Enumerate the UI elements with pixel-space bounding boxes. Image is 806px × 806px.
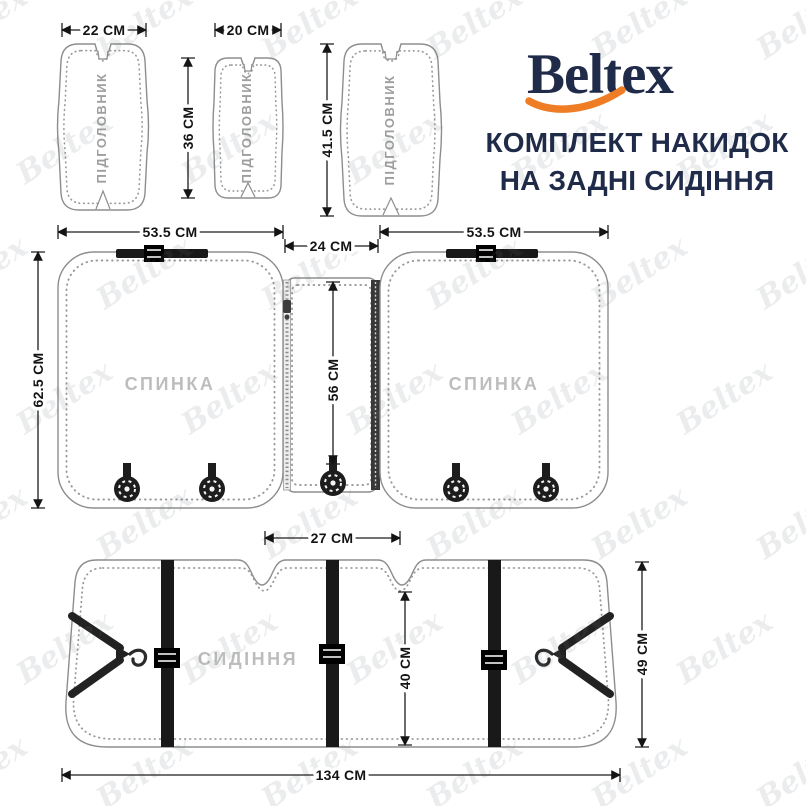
- headrest-2-stitching: [218, 64, 278, 192]
- seat-cover: СИДІННЯ: [65, 559, 617, 748]
- seat-strap-right-buckle-slots: [485, 655, 503, 664]
- backrest-right-stitching: [387, 259, 601, 501]
- dim-value: 36 CM: [180, 107, 196, 150]
- headrest-cover-2: ПІДГОЛОВНИК: [212, 57, 284, 199]
- seat-right-strap-ring: [552, 646, 566, 662]
- right-zipper-tape: [371, 280, 380, 490]
- seat-left-side-strap-upper: [68, 612, 124, 652]
- headrest-2-bottom-dart: [240, 181, 256, 198]
- dim-headrest2-width: 20 CM: [214, 19, 282, 42]
- dim-backrest-left-width: 53.5 CM: [57, 221, 284, 244]
- brand-logo-swoosh-icon: [525, 86, 626, 113]
- seat-strap-middle-buckle-slots: [323, 649, 341, 658]
- headrest-1-stitching: [63, 49, 143, 205]
- headrest-3-outline: [339, 43, 443, 217]
- seat-right-side-strap-upper: [558, 612, 614, 652]
- backrest-cover-right: СПИНКА: [379, 245, 609, 509]
- clip-icon: [533, 463, 559, 502]
- dim-seat-depth-mid: 40 CM: [394, 591, 417, 746]
- fastening-clips: [114, 457, 559, 502]
- dim-value: 22 CM: [83, 22, 126, 38]
- dim-backrest-height: 62.5 CM: [27, 251, 50, 509]
- dim-value: 49 CM: [634, 633, 650, 676]
- dim-middle-height: 56 CM: [322, 281, 345, 465]
- seat-stitching: [72, 567, 610, 740]
- dim-middle-width: 24 CM: [284, 235, 379, 258]
- backrest-cover-left: СПИНКА: [57, 245, 284, 509]
- left-zipper-slider: [283, 300, 291, 313]
- dim-value: 41.5 CM: [319, 102, 335, 157]
- headrest-cover-1: ПІДГОЛОВНИК: [56, 43, 150, 211]
- seat-right-side-strap-lower: [558, 656, 614, 698]
- backrest-right-buckle-slots: [479, 249, 493, 258]
- headrest-2-outline: [212, 57, 284, 199]
- headrest-1-outline: [56, 43, 150, 211]
- backrest-left-buckle-slots: [147, 249, 161, 258]
- seat-strap-right-buckle: [481, 650, 507, 670]
- brand-logo-text: Beltex: [527, 43, 674, 106]
- product-title-line2: НА ЗАДНІ СИДІННЯ: [500, 165, 775, 196]
- dim-headrest1-width: 22 CM: [61, 19, 147, 42]
- clip-icon: [199, 463, 225, 502]
- dim-seat-side-height: 49 CM: [631, 561, 654, 748]
- headrest-3-hanger-strap: [384, 50, 398, 60]
- dimension-annotations: 22 CM 20 CM 36 CM 41.5 CM 53.5 CM 24 CM: [27, 19, 654, 787]
- dim-value: 53.5 CM: [466, 224, 521, 240]
- product-title-line1: КОМПЛЕКТ НАКИДОК: [486, 127, 790, 158]
- headrest-2-hanger-strap: [243, 63, 253, 72]
- brand-block: Beltex КОМПЛЕКТ НАКИДОК НА ЗАДНІ СИДІННЯ: [486, 43, 790, 196]
- dim-value: 53.5 CM: [142, 224, 197, 240]
- dim-value: 20 CM: [227, 22, 270, 38]
- seat-left-strap-ring: [116, 646, 130, 662]
- headrest-1-hanger-strap: [97, 50, 109, 60]
- headrest-cover-3: ПІДГОЛОВНИК: [339, 43, 443, 217]
- dim-backrest-right-width: 53.5 CM: [379, 221, 609, 244]
- dim-value: 134 CM: [316, 767, 367, 783]
- headrest-1-bottom-dart: [95, 189, 111, 210]
- seat-right-hook-icon: [534, 648, 554, 667]
- headrest-1-label: ПІДГОЛОВНИК: [94, 73, 109, 184]
- clip-icon: [114, 463, 140, 502]
- backrest-right-label: СПИНКА: [449, 374, 540, 394]
- dim-seat-notch-span: 27 CM: [264, 527, 401, 550]
- dim-seat-total-width: 134 CM: [61, 764, 621, 787]
- seat-label: СИДІННЯ: [198, 649, 298, 669]
- clip-icon: [443, 463, 469, 502]
- dim-headrest2-height: 36 CM: [177, 57, 200, 199]
- headrest-3-label: ПІДГОЛОВНИК: [382, 75, 397, 186]
- left-zipper-pull: [284, 314, 290, 320]
- headrest-3-bottom-dart: [382, 196, 400, 216]
- seat-left-side-strap-lower: [68, 656, 124, 698]
- seat-left-hook-icon: [128, 648, 148, 667]
- backrest-left-stitching: [65, 259, 276, 501]
- dim-value: 40 CM: [397, 647, 413, 690]
- headrest-2-label: ПІДГОЛОВНИК: [239, 73, 254, 184]
- seat-strap-left-buckle-slots: [158, 653, 176, 662]
- dim-headrest3-height: 41.5 CM: [316, 43, 339, 217]
- dim-value: 27 CM: [311, 530, 354, 546]
- seat-strap-left-buckle: [154, 648, 180, 668]
- seat-strap-middle-buckle: [319, 644, 345, 664]
- backrest-left-label: СПИНКА: [125, 374, 216, 394]
- dim-value: 56 CM: [325, 359, 341, 402]
- dim-value: 24 CM: [310, 238, 353, 254]
- dim-value: 62.5 CM: [30, 352, 46, 407]
